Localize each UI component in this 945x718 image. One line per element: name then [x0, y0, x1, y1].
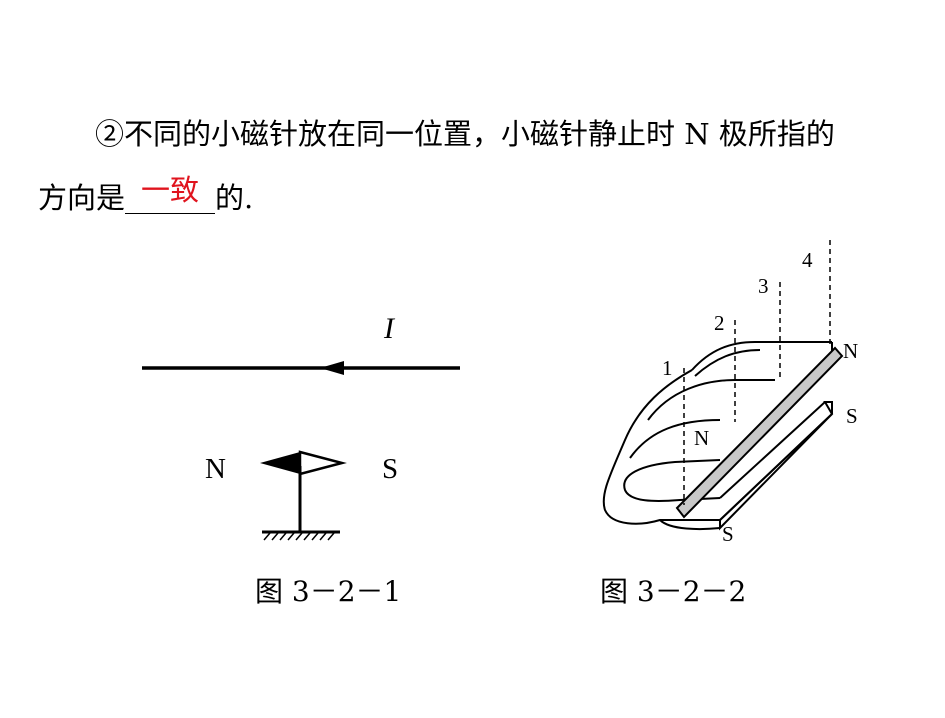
south-label: S — [382, 453, 398, 485]
answer-blank: 一致 — [125, 176, 216, 214]
magnet-inner-u — [623, 459, 721, 502]
question-line-1: ②不同的小磁针放在同一位置，小磁针静止时 N 极所指的 — [95, 117, 835, 151]
magnet-back-curve — [659, 519, 721, 531]
answer-text: 一致 — [141, 173, 200, 207]
magnet-front-curve — [602, 369, 720, 525]
stand-hatching — [263, 532, 335, 541]
figure-wire-compass: I N S — [142, 312, 460, 541]
needle-north-half — [260, 452, 300, 474]
field-curve-1 — [647, 379, 775, 421]
field-line-label-4: 4 — [802, 248, 813, 272]
line2-prefix: 方向是 — [38, 181, 126, 215]
magnet-upper-arm-top-inner — [694, 349, 761, 377]
question-line-2: 方向是一致的. — [38, 176, 918, 215]
magnet-lower-pole-face — [719, 401, 834, 531]
field-line-label-2: 2 — [714, 311, 725, 335]
current-arrow — [320, 361, 344, 375]
north-label: N — [205, 453, 226, 485]
magnet-lower-arm-edge-1 — [719, 401, 826, 499]
figure2-caption: 图 3－2－2 — [600, 575, 747, 608]
figure-horseshoe-magnet: 1 2 3 4 N S N S — [602, 240, 858, 546]
line2-suffix: 的. — [215, 181, 254, 215]
iron-bar — [675, 346, 844, 519]
field-curve-2 — [629, 419, 721, 459]
magnet-upper-arm-top — [691, 341, 832, 371]
needle-south-half — [298, 450, 347, 476]
inner-north-label: N — [694, 426, 709, 450]
top-north-label: N — [843, 339, 858, 363]
top-south-label: S — [846, 404, 858, 428]
figure1-caption: 图 3－2－1 — [255, 575, 402, 608]
field-line-label-3: 3 — [758, 274, 769, 298]
bottom-south-label: S — [722, 522, 734, 546]
field-line-label-1: 1 — [662, 356, 673, 380]
current-label: I — [383, 312, 396, 345]
